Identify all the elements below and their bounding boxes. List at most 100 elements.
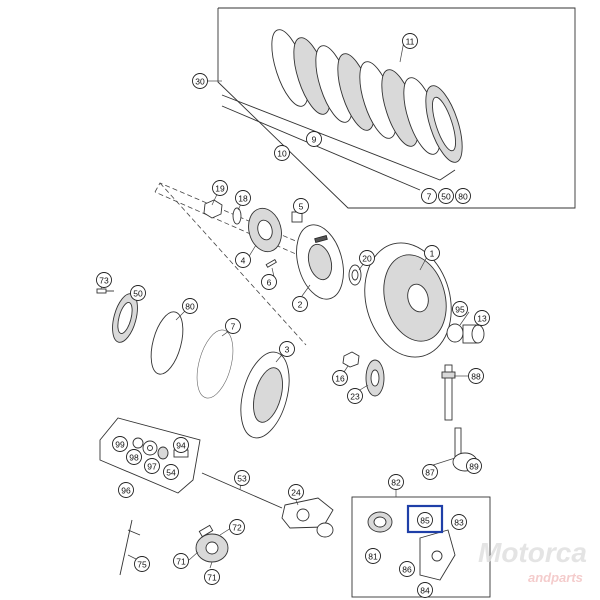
callout-circle <box>417 582 433 598</box>
callout-label: 72 <box>232 523 242 533</box>
callout-96: 96 <box>118 482 134 498</box>
callout-circle <box>182 298 198 314</box>
callout-label: 87 <box>425 468 435 478</box>
callout-label: 82 <box>391 478 401 488</box>
callout-53: 53 <box>234 470 250 486</box>
callout-4: 4 <box>235 252 251 268</box>
callout-label: 75 <box>137 560 147 570</box>
callout-83: 83 <box>451 514 467 530</box>
callout-circle <box>235 190 251 206</box>
callout-label: 6 <box>267 278 272 288</box>
callout-circle <box>130 285 146 301</box>
callout-circle <box>438 188 454 204</box>
callout-1: 1 <box>424 245 440 261</box>
callout-13: 13 <box>474 310 490 326</box>
callout-label: 80 <box>458 192 468 202</box>
callout-19: 19 <box>212 180 228 196</box>
callout-circle <box>347 388 363 404</box>
callout-label: 10 <box>277 149 287 159</box>
callout-circle <box>212 180 228 196</box>
callout-label: 2 <box>298 300 303 310</box>
callout-label: 89 <box>469 462 479 472</box>
callout-label: 96 <box>121 486 131 496</box>
callout-circle <box>279 341 295 357</box>
callout-50: 50 <box>438 188 454 204</box>
callout-label: 18 <box>238 194 248 204</box>
callout-circle <box>118 482 134 498</box>
callout-circle <box>126 449 142 465</box>
callout-circle <box>204 569 220 585</box>
callout-7: 7 <box>421 188 437 204</box>
callout-16: 16 <box>332 370 348 386</box>
clutch-plates-stack <box>271 29 463 163</box>
callout-label: 97 <box>147 462 157 472</box>
callout-circle <box>306 131 322 147</box>
callout-label: 23 <box>350 392 360 402</box>
callout-label: 71 <box>176 557 186 567</box>
small-parts-box <box>99 417 201 494</box>
callout-circle <box>293 198 309 214</box>
callout-94: 94 <box>173 437 189 453</box>
callout-circle <box>292 296 308 312</box>
callout-circle <box>144 458 160 474</box>
callout-73: 73 <box>96 272 112 288</box>
watermark-brand: Motorca <box>478 537 587 568</box>
callout-89: 89 <box>466 458 482 474</box>
callout-circle <box>225 318 241 334</box>
callout-50: 50 <box>130 285 146 301</box>
callout-label: 84 <box>420 586 430 596</box>
callout-circle <box>134 556 150 572</box>
highlight-box-85 <box>406 504 444 534</box>
callout-label: 99 <box>115 440 125 450</box>
callout-95: 95 <box>452 301 468 317</box>
callout-circle <box>451 514 467 530</box>
callout-72: 72 <box>229 519 245 535</box>
callout-11: 11 <box>402 33 418 49</box>
callout-99: 99 <box>112 436 128 452</box>
watermark: Motorca andparts <box>478 537 587 585</box>
callout-label: 80 <box>185 302 195 312</box>
callout-label: 50 <box>441 192 451 202</box>
callout-20: 20 <box>359 250 375 266</box>
callout-6: 6 <box>261 274 277 290</box>
callout-label: 53 <box>237 474 247 484</box>
callout-75: 75 <box>134 556 150 572</box>
callout-10: 10 <box>274 145 290 161</box>
callout-9: 9 <box>306 131 322 147</box>
callout-label: 9 <box>312 135 317 145</box>
hub-parts <box>203 199 452 358</box>
callout-label: 85 <box>420 516 430 526</box>
callout-circle <box>417 512 433 528</box>
callout-label: 20 <box>362 254 372 264</box>
callout-label: 95 <box>455 305 465 315</box>
callout-circle <box>274 145 290 161</box>
callout-80: 80 <box>182 298 198 314</box>
callout-label: 81 <box>368 552 378 562</box>
callout-85: 85 <box>417 512 433 528</box>
plate-pack-box <box>217 7 576 209</box>
callout-label: 7 <box>231 322 236 332</box>
callout-label: 16 <box>335 374 345 384</box>
callout-circle <box>399 561 415 577</box>
callout-label: 7 <box>427 192 432 202</box>
callout-30: 30 <box>192 73 208 89</box>
callout-circle <box>359 250 375 266</box>
watermark-tagline: andparts <box>528 570 583 585</box>
callout-circle <box>466 458 482 474</box>
callout-label: 71 <box>207 573 217 583</box>
callout-circle <box>474 310 490 326</box>
callout-84: 84 <box>417 582 433 598</box>
callout-5: 5 <box>293 198 309 214</box>
callout-label: 11 <box>406 37 415 47</box>
callout-circle <box>261 274 277 290</box>
release-parts-box <box>351 496 491 598</box>
callout-label: 13 <box>477 314 487 324</box>
callout-label: 98 <box>129 453 139 463</box>
callout-98: 98 <box>126 449 142 465</box>
callout-label: 30 <box>195 77 205 87</box>
callout-2: 2 <box>292 296 308 312</box>
callout-circle <box>421 188 437 204</box>
callout-54: 54 <box>163 464 179 480</box>
